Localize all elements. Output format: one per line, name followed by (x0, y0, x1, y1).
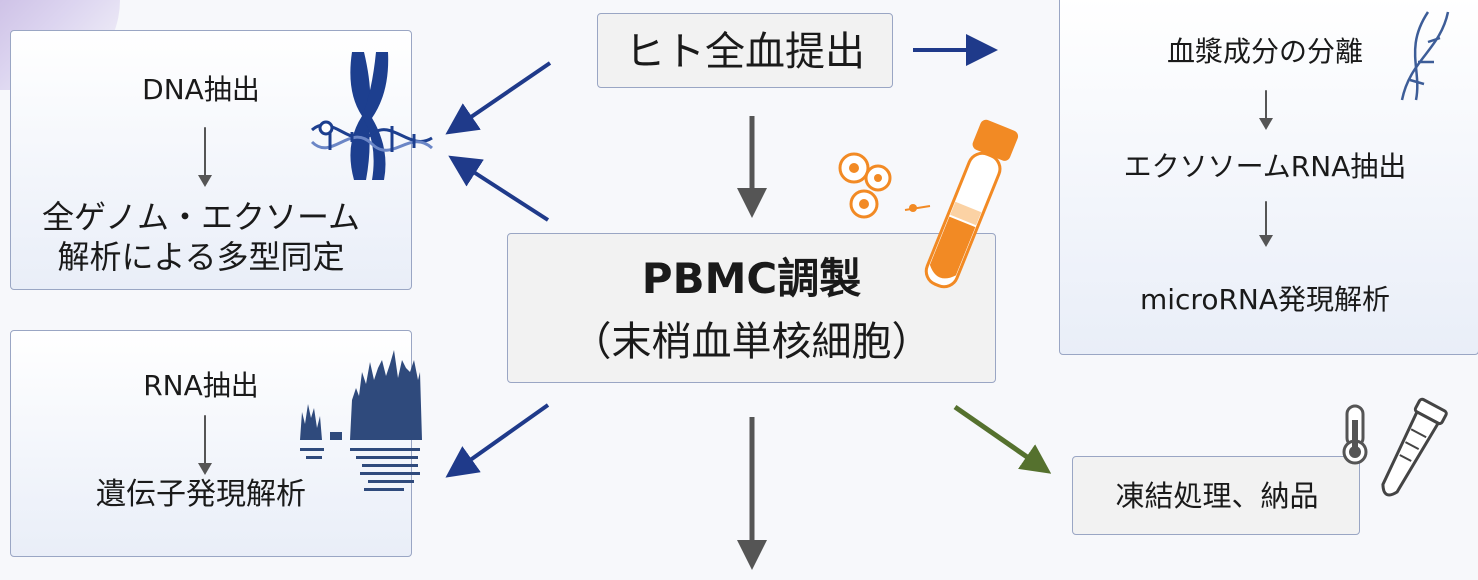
plasma-step2-arrow (1259, 201, 1273, 247)
pbmc-box: PBMC調製 （末梢血単核細胞） (507, 233, 996, 383)
dna-step2-line1: 全ゲノム・エクソーム (41, 198, 361, 236)
rna-panel: RNA抽出 遺伝子発現解析 (10, 330, 412, 557)
dna-step2-line2: 解析による多型同定 (57, 238, 345, 276)
thermometer-icon (1342, 404, 1368, 465)
dna-helix-icon (310, 120, 434, 152)
pbmc-title: PBMC調製 (641, 254, 862, 303)
plasma-step2: エクソソームRNA抽出 (1123, 150, 1407, 183)
freeze-label: 凍結処理、納品 (1115, 479, 1319, 513)
source-label: ヒト全血提出 (625, 29, 865, 75)
dna-step-arrow (198, 127, 212, 187)
dna-panel: DNA抽出 全ゲノム・エクソーム 解析による多型同定 (10, 30, 412, 290)
arrow-pbmc-to-freeze (953, 404, 1052, 474)
plasma-step3: microRNA発現解析 (1139, 283, 1391, 316)
rna-step2: 遺伝子発現解析 (96, 477, 306, 512)
blood-tube-icon (924, 119, 1019, 289)
source-box: ヒト全血提出 (597, 13, 893, 88)
pbmc-subtitle: （末梢血単核細胞） (571, 319, 932, 365)
plasma-step1-arrow (1259, 90, 1273, 130)
arrow-pbmc-to-dna (448, 155, 550, 222)
sample-tube-icon (1381, 397, 1448, 497)
rna-step-arrow (198, 415, 212, 475)
plasma-dna-helix-icon (1400, 11, 1450, 101)
arrow-source-to-dna (445, 61, 552, 135)
dna-step1: DNA抽出 (142, 73, 260, 106)
chromosome-icon (350, 52, 389, 180)
expression-peaks-icon (300, 350, 422, 491)
rna-step1: RNA抽出 (143, 369, 259, 402)
plasma-panel: 血漿成分の分離 エクソソームRNA抽出 microRNA発現解析 (1059, 0, 1478, 355)
arrow-pbmc-to-rna (445, 403, 550, 478)
plasma-step1: 血漿成分の分離 (1166, 35, 1363, 68)
freeze-box: 凍結処理、納品 (1072, 456, 1360, 535)
blood-cells-icon (838, 152, 931, 219)
